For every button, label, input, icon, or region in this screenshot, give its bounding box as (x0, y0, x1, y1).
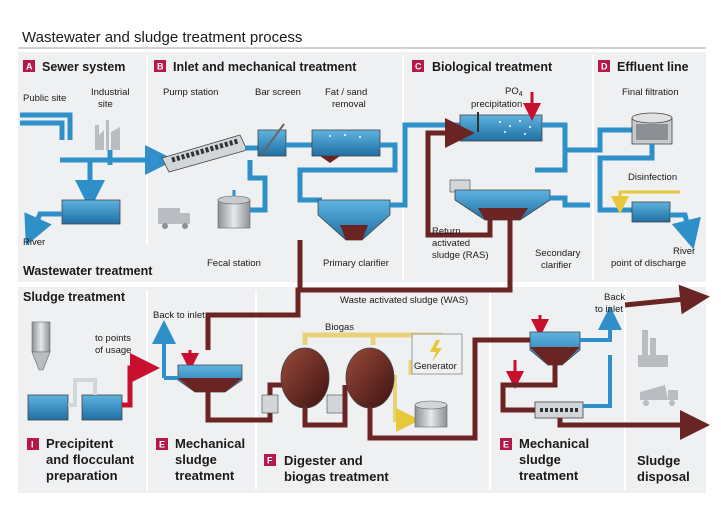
secondary-clarifier-label-2: clarifier (541, 260, 572, 271)
secondary-clarifier-label-1: Secondary (535, 248, 581, 259)
svg-text:Sewer system: Sewer system (42, 60, 125, 74)
bar-screen-label: Bar screen (255, 87, 301, 98)
svg-text:D: D (601, 62, 608, 72)
svg-text:and flocculant: and flocculant (46, 452, 135, 467)
section-a-header: A Sewer system (23, 60, 125, 74)
sludge-disposal: Sludge disposal (624, 284, 710, 484)
mechanical-sludge-treatment-2: Back to inlet E Mechanical sludge treatm… (500, 292, 710, 483)
svg-text:F: F (267, 456, 273, 466)
mechanical-sludge-treatment-1: Back to inlet E Mechanical sludge treatm… (152, 310, 285, 483)
wastewater-panel (18, 52, 706, 282)
primary-clarifier-label: Primary clarifier (323, 258, 389, 269)
primary-clarifier-icon (317, 199, 391, 241)
wastewater-treatment-label: Wastewater treatment (23, 264, 153, 278)
back-to-inlet-label-2b: to inlet (595, 304, 623, 315)
ras-label-3: sludge (RAS) (432, 250, 489, 261)
fecal-station-icon (158, 195, 251, 229)
digester-2-icon (345, 347, 395, 409)
biological-treatment: PO4 precipitation Return activated sludg… (390, 86, 590, 280)
svg-text:I: I (31, 440, 34, 450)
disinfection-label: Disinfection (628, 172, 677, 183)
svg-text:Effluent line: Effluent line (617, 60, 689, 74)
svg-text:E: E (503, 440, 509, 450)
svg-text:E: E (159, 440, 165, 450)
disinfection-tank-icon (631, 201, 671, 223)
svg-text:Biological treatment: Biological treatment (432, 60, 553, 74)
svg-text:Generator: Generator (414, 361, 457, 372)
fat-sand-label-2: removal (332, 99, 366, 110)
svg-text:C: C (415, 62, 422, 72)
aeration-tank-icon (459, 114, 543, 142)
power-plant-icon (638, 330, 668, 367)
svg-text:Mechanical: Mechanical (175, 436, 245, 451)
svg-text:A: A (26, 62, 33, 72)
precipitent-preparation: to points of usage I Precipitent and flo… (27, 321, 160, 483)
river-label: River (23, 237, 45, 248)
to-points-label-2: of usage (95, 345, 131, 356)
fat-sand-label-1: Fat / sand (325, 87, 367, 98)
final-filtration-label: Final filtration (622, 87, 679, 98)
svg-text:B: B (157, 62, 164, 72)
svg-text:biogas treatment: biogas treatment (284, 469, 389, 484)
svg-text:Sludge: Sludge (637, 453, 680, 468)
generator-icon: Generator (411, 333, 463, 375)
public-site-label: Public site (23, 93, 66, 104)
industrial-site-label-2: site (98, 99, 113, 110)
final-filtration-icon (631, 112, 673, 145)
po4-label: PO4 (505, 86, 523, 98)
digester-1-icon (280, 347, 330, 409)
svg-text:sludge: sludge (175, 452, 217, 467)
page-title: Wastewater and sludge treatment process (22, 29, 302, 46)
back-to-inlet-label-2a: Back (604, 292, 625, 303)
svg-text:preparation: preparation (46, 468, 118, 483)
effluent-line: Final filtration Disinfection River poin… (565, 87, 701, 269)
svg-text:disposal: disposal (637, 469, 690, 484)
was-label: Waste activated sludge (WAS) (340, 295, 468, 306)
svg-text:Digester and: Digester and (284, 453, 363, 468)
ras-label-2: activated (432, 238, 470, 249)
po4-precipitation-label: precipitation (471, 99, 522, 110)
section-c-header: C Biological treatment (412, 60, 553, 74)
inlet-mechanical: Pump station Bar screen Fat / sand remov… (158, 87, 398, 269)
section-b-header: B Inlet and mechanical treatment (154, 60, 357, 74)
svg-text:Mechanical: Mechanical (519, 436, 589, 451)
sewer-system: Public site Industrial site River (20, 87, 175, 248)
river-discharge-label-2: point of discharge (611, 258, 686, 269)
to-points-label-1: to points (95, 333, 131, 344)
river-discharge-label-1: River (673, 246, 695, 257)
back-to-inlet-label-1: Back to inlet (153, 310, 205, 321)
secondary-clarifier-icon (449, 179, 551, 221)
centrifuge-icon (534, 401, 584, 419)
gas-storage-icon (414, 400, 448, 428)
heat-exchanger-2-icon (326, 394, 344, 414)
ras-label-1: Return (432, 226, 461, 237)
biogas-label: Biogas (325, 322, 354, 333)
digester-biogas: Generator Biogas F Digester and biogas t… (261, 322, 530, 484)
fecal-station-label: Fecal station (207, 258, 261, 269)
svg-text:Precipitent: Precipitent (46, 436, 114, 451)
section-d-header: D Effluent line (598, 60, 689, 74)
industrial-site-label-1: Industrial (91, 87, 130, 98)
svg-text:Inlet and mechanical treatment: Inlet and mechanical treatment (173, 60, 357, 74)
svg-text:sludge: sludge (519, 452, 561, 467)
dump-truck-icon (640, 385, 678, 406)
pump-station-label: Pump station (163, 87, 218, 98)
svg-text:treatment: treatment (175, 468, 235, 483)
heat-exchanger-1-icon (261, 394, 279, 414)
svg-text:treatment: treatment (519, 468, 579, 483)
sludge-treatment-label: Sludge treatment (23, 290, 126, 304)
fat-sand-removal-icon (311, 129, 381, 163)
